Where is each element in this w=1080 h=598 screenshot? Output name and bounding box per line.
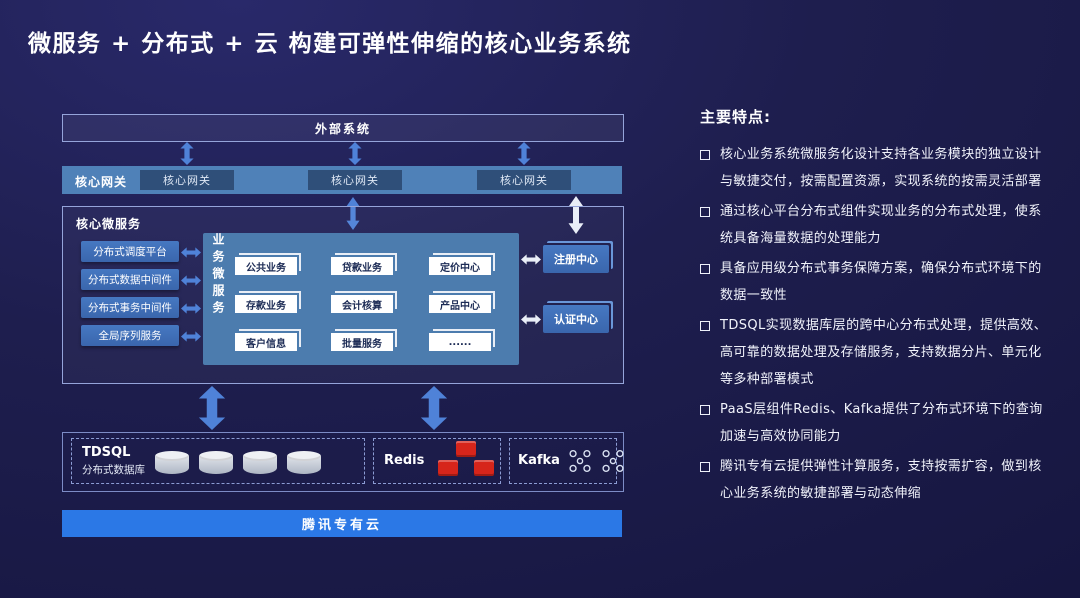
external-system-label: 外部系统 [314,121,371,136]
service-box: 存款业务 [235,295,297,313]
service-box: ...... [429,333,491,351]
double-arrow-horizontal-icon [181,303,201,314]
feature-item: 核心业务系统微服务化设计支持各业务模块的独立设计与敏捷交付，按需配置资源，实现系… [700,141,1052,195]
double-arrow-horizontal-icon [181,331,201,342]
middleware-box: 分布式调度平台 [81,241,179,262]
square-bullet-icon [700,405,710,415]
middleware-label: 分布式事务中间件 [88,302,172,314]
redis-name: Redis [384,453,425,469]
gateway-node-label: 核心网关 [331,174,379,187]
double-arrow-horizontal-icon [521,314,541,325]
core-microservice-label: 核心微服务 [76,217,142,231]
kafka-name: Kafka [518,453,560,469]
double-arrow-horizontal-icon [521,254,541,265]
gateway-node-label: 核心网关 [500,174,548,187]
square-bullet-icon [700,321,710,331]
tdsql-name: TDSQL [82,444,131,460]
core-microservice-box: 核心微服务 分布式调度平台 分布式数据中间件 分布式事务中间件 全局序列服务 业… [62,206,624,384]
double-arrow-vertical-icon [180,142,194,165]
database-cylinder-icon [243,451,277,474]
feature-item: 通过核心平台分布式组件实现业务的分布式处理，使系统具备海量数据的处理能力 [700,198,1052,252]
tdsql-section: TDSQL 分布式数据库 [71,438,365,484]
double-arrow-horizontal-icon [181,275,201,286]
kafka-cluster-icon [569,449,591,473]
gateway-band-label: 核心网关 [75,175,128,189]
service-box: 公共业务 [235,257,297,275]
service-label: 会计核算 [342,300,382,312]
double-arrow-vertical-icon [348,142,362,165]
features-panel: 主要特点: 核心业务系统微服务化设计支持各业务模块的独立设计与敏捷交付，按需配置… [700,106,1052,510]
business-microservice-panel: 业务微服务 公共业务 贷款业务 定价中心 存款业务 会计核算 产品中心 客户信息… [203,233,519,365]
double-arrow-vertical-icon [198,386,226,430]
service-box: 会计核算 [331,295,393,313]
page-title: 微服务 + 分布式 + 云 构建可弹性伸缩的核心业务系统 [28,31,632,57]
database-cylinder-icon [199,451,233,474]
feature-item: 腾讯专有云提供弹性计算服务，支持按需扩容，做到核心业务系统的敏捷部署与动态伸缩 [700,453,1052,507]
feature-item: 具备应用级分布式事务保障方案，确保分布式环境下的数据一致性 [700,255,1052,309]
middleware-label: 全局序列服务 [98,330,162,342]
square-bullet-icon [700,150,710,160]
service-box: 客户信息 [235,333,297,351]
external-system-box: 外部系统 [62,114,624,142]
feature-text: 腾讯专有云提供弹性计算服务，支持按需扩容，做到核心业务系统的敏捷部署与动态伸缩 [720,459,1042,501]
gateway-node: 核心网关 [140,170,234,190]
service-label: ...... [448,336,472,348]
service-box: 贷款业务 [331,257,393,275]
service-box: 定价中心 [429,257,491,275]
tdsql-desc: 分布式数据库 [82,464,145,477]
kafka-section: Kafka [509,438,624,484]
tdsql-label: TDSQL 分布式数据库 [82,445,145,478]
gateway-band: 核心网关 核心网关 核心网关 核心网关 [62,166,622,194]
service-label: 批量服务 [342,338,382,350]
double-arrow-vertical-icon [346,197,360,230]
square-bullet-icon [700,462,710,472]
service-label: 产品中心 [440,300,480,312]
feature-text: TDSQL实现数据库层的跨中心分布式处理，提供高效、高可靠的数据处理及存储服务，… [720,318,1048,387]
gateway-node-label: 核心网关 [163,174,211,187]
feature-text: 核心业务系统微服务化设计支持各业务模块的独立设计与敏捷交付，按需配置资源，实现系… [720,147,1042,189]
service-label: 客户信息 [246,338,286,350]
data-layer-box: TDSQL 分布式数据库 Redis Kafka [62,432,624,492]
double-arrow-vertical-icon [420,386,448,430]
registry-center-box: 注册中心 [543,245,609,273]
middleware-label: 分布式数据中间件 [88,274,172,286]
service-label: 贷款业务 [342,262,382,274]
double-arrow-vertical-icon [568,196,584,234]
feature-item: TDSQL实现数据库层的跨中心分布式处理，提供高效、高可靠的数据处理及存储服务，… [700,312,1052,393]
gateway-node: 核心网关 [477,170,571,190]
gateway-node: 核心网关 [308,170,402,190]
auth-center-label: 认证中心 [554,313,598,326]
service-box: 批量服务 [331,333,393,351]
double-arrow-vertical-icon [517,142,531,165]
middleware-box: 分布式事务中间件 [81,297,179,318]
service-label: 存款业务 [246,300,286,312]
service-box: 产品中心 [429,295,491,313]
database-cylinder-icon [287,451,321,474]
square-bullet-icon [700,264,710,274]
business-microservice-label: 业务微服务 [211,233,225,318]
feature-text: PaaS层组件Redis、Kafka提供了分布式环境下的查询加速与高效协同能力 [720,402,1043,444]
feature-item: PaaS层组件Redis、Kafka提供了分布式环境下的查询加速与高效协同能力 [700,396,1052,450]
double-arrow-horizontal-icon [181,247,201,258]
tencent-cloud-label: 腾讯专有云 [301,518,382,533]
square-bullet-icon [700,207,710,217]
middleware-box: 分布式数据中间件 [81,269,179,290]
service-label: 定价中心 [440,262,480,274]
tencent-cloud-bar: 腾讯专有云 [62,510,622,537]
database-cylinder-icon [155,451,189,474]
auth-center-box: 认证中心 [543,305,609,333]
registry-center-label: 注册中心 [554,253,598,266]
redis-section: Redis [373,438,501,484]
service-label: 公共业务 [246,262,286,274]
features-heading: 主要特点: [700,108,771,126]
redis-cubes-icon [434,441,498,481]
kafka-cluster-icon [602,449,624,473]
middleware-box: 全局序列服务 [81,325,179,346]
middleware-label: 分布式调度平台 [93,246,167,258]
feature-text: 通过核心平台分布式组件实现业务的分布式处理，使系统具备海量数据的处理能力 [720,204,1042,246]
feature-text: 具备应用级分布式事务保障方案，确保分布式环境下的数据一致性 [720,261,1042,303]
